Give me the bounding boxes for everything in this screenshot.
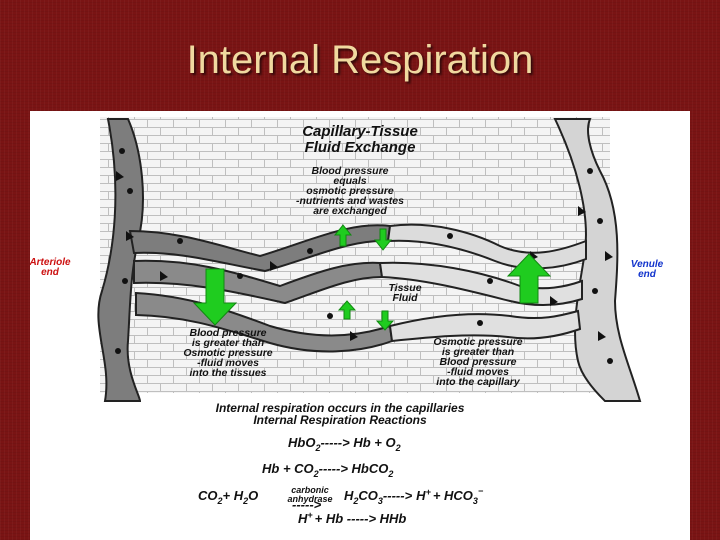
diagram-canvas: Capillary-Tissue Fluid Exchange Blood pr… — [30, 117, 664, 526]
svg-text:is greater than: is greater than — [192, 337, 264, 349]
svg-text:CO2+ H2O: CO2+ H2O — [198, 488, 258, 506]
svg-text:Osmotic pressure: Osmotic pressure — [433, 336, 522, 348]
svg-text:into the tissues: into the tissues — [189, 367, 266, 379]
slide-title: Internal Respiration — [186, 38, 534, 82]
caption-line-1: Internal respiration occurs in the capil… — [216, 401, 465, 415]
svg-text:Blood pressure: Blood pressure — [189, 327, 266, 339]
capillary-diagram: Capillary-Tissue Fluid Exchange Blood pr… — [30, 111, 690, 540]
svg-text:Blood pressure: Blood pressure — [439, 356, 516, 368]
venule-branch-low — [388, 309, 582, 343]
svg-text:-fluid moves: -fluid moves — [197, 357, 259, 369]
fluid-direction-arrows — [192, 224, 552, 331]
center-note: Blood pressure equals osmotic pressure -… — [296, 165, 404, 217]
svg-text:osmotic pressure: osmotic pressure — [306, 185, 394, 197]
reaction-3: CO2+ H2O carbonic anhydrase -----> H2CO3… — [198, 485, 484, 512]
svg-text:Osmotic pressure: Osmotic pressure — [183, 347, 272, 359]
arrow-down-left — [192, 268, 238, 326]
svg-text:Tissue: Tissue — [388, 282, 421, 294]
diagram-heading-1: Capillary-Tissue — [302, 123, 418, 140]
svg-text:Venule: Venule — [631, 259, 664, 270]
enzyme-label-1: carbonic — [291, 485, 329, 495]
arrow-up-right — [506, 253, 552, 304]
venule-end-label: Venule end — [631, 259, 664, 280]
left-note: Blood pressure is greater than Osmotic p… — [183, 327, 272, 379]
svg-text:equals: equals — [333, 175, 366, 187]
tissue-fluid-label: Tissue Fluid — [388, 282, 421, 304]
diagram-heading-2: Fluid Exchange — [305, 139, 416, 156]
arrow-up-small-2 — [337, 300, 357, 320]
reaction-1: HbO2-----> Hb + O2 — [288, 435, 401, 453]
arrow-down-small-2 — [375, 310, 395, 331]
reaction-3-arrow-1: -----> — [292, 497, 322, 512]
arrow-down-small-1 — [373, 228, 393, 251]
svg-text:-nutrients and wastes: -nutrients and wastes — [296, 195, 404, 207]
right-note: Osmotic pressure is greater than Blood p… — [433, 336, 522, 388]
arrow-up-small-1 — [333, 224, 353, 247]
svg-text:into the capillary: into the capillary — [436, 376, 521, 388]
svg-text:Blood pressure: Blood pressure — [311, 165, 388, 177]
reaction-2: Hb + CO2-----> HbCO2 — [262, 461, 393, 479]
svg-text:Fluid: Fluid — [392, 292, 418, 304]
reaction-4: H++ Hb -----> HHb — [298, 510, 406, 526]
arteriole-end-label: Arteriole end — [30, 257, 71, 278]
svg-text:H2CO3----->H++ HCO3−: H2CO3----->H++ HCO3− — [344, 486, 484, 506]
caption-line-2: Internal Respiration Reactions — [253, 413, 427, 427]
svg-text:end: end — [638, 269, 657, 280]
svg-text:Arteriole: Arteriole — [30, 257, 71, 268]
svg-text:-fluid moves: -fluid moves — [447, 366, 509, 378]
enzyme-label-2: anhydrase — [287, 494, 332, 504]
svg-text:is greater than: is greater than — [442, 346, 514, 358]
svg-text:end: end — [41, 267, 60, 278]
svg-text:are exchanged: are exchanged — [313, 205, 387, 217]
